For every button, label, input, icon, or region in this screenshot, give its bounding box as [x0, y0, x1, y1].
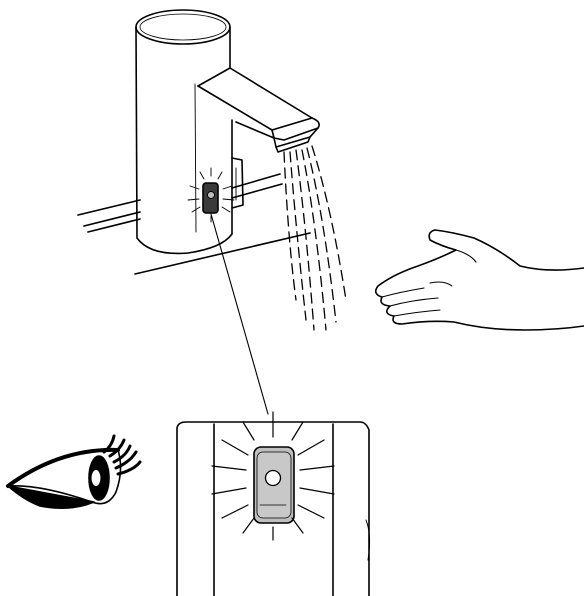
magnified-sensor-icon	[177, 412, 370, 596]
eye-icon	[8, 436, 140, 508]
hand-icon	[376, 230, 584, 330]
counter-edge	[78, 174, 310, 274]
faucet-icon	[136, 10, 319, 253]
sight-line	[211, 214, 268, 414]
water-stream-icon	[284, 146, 346, 330]
